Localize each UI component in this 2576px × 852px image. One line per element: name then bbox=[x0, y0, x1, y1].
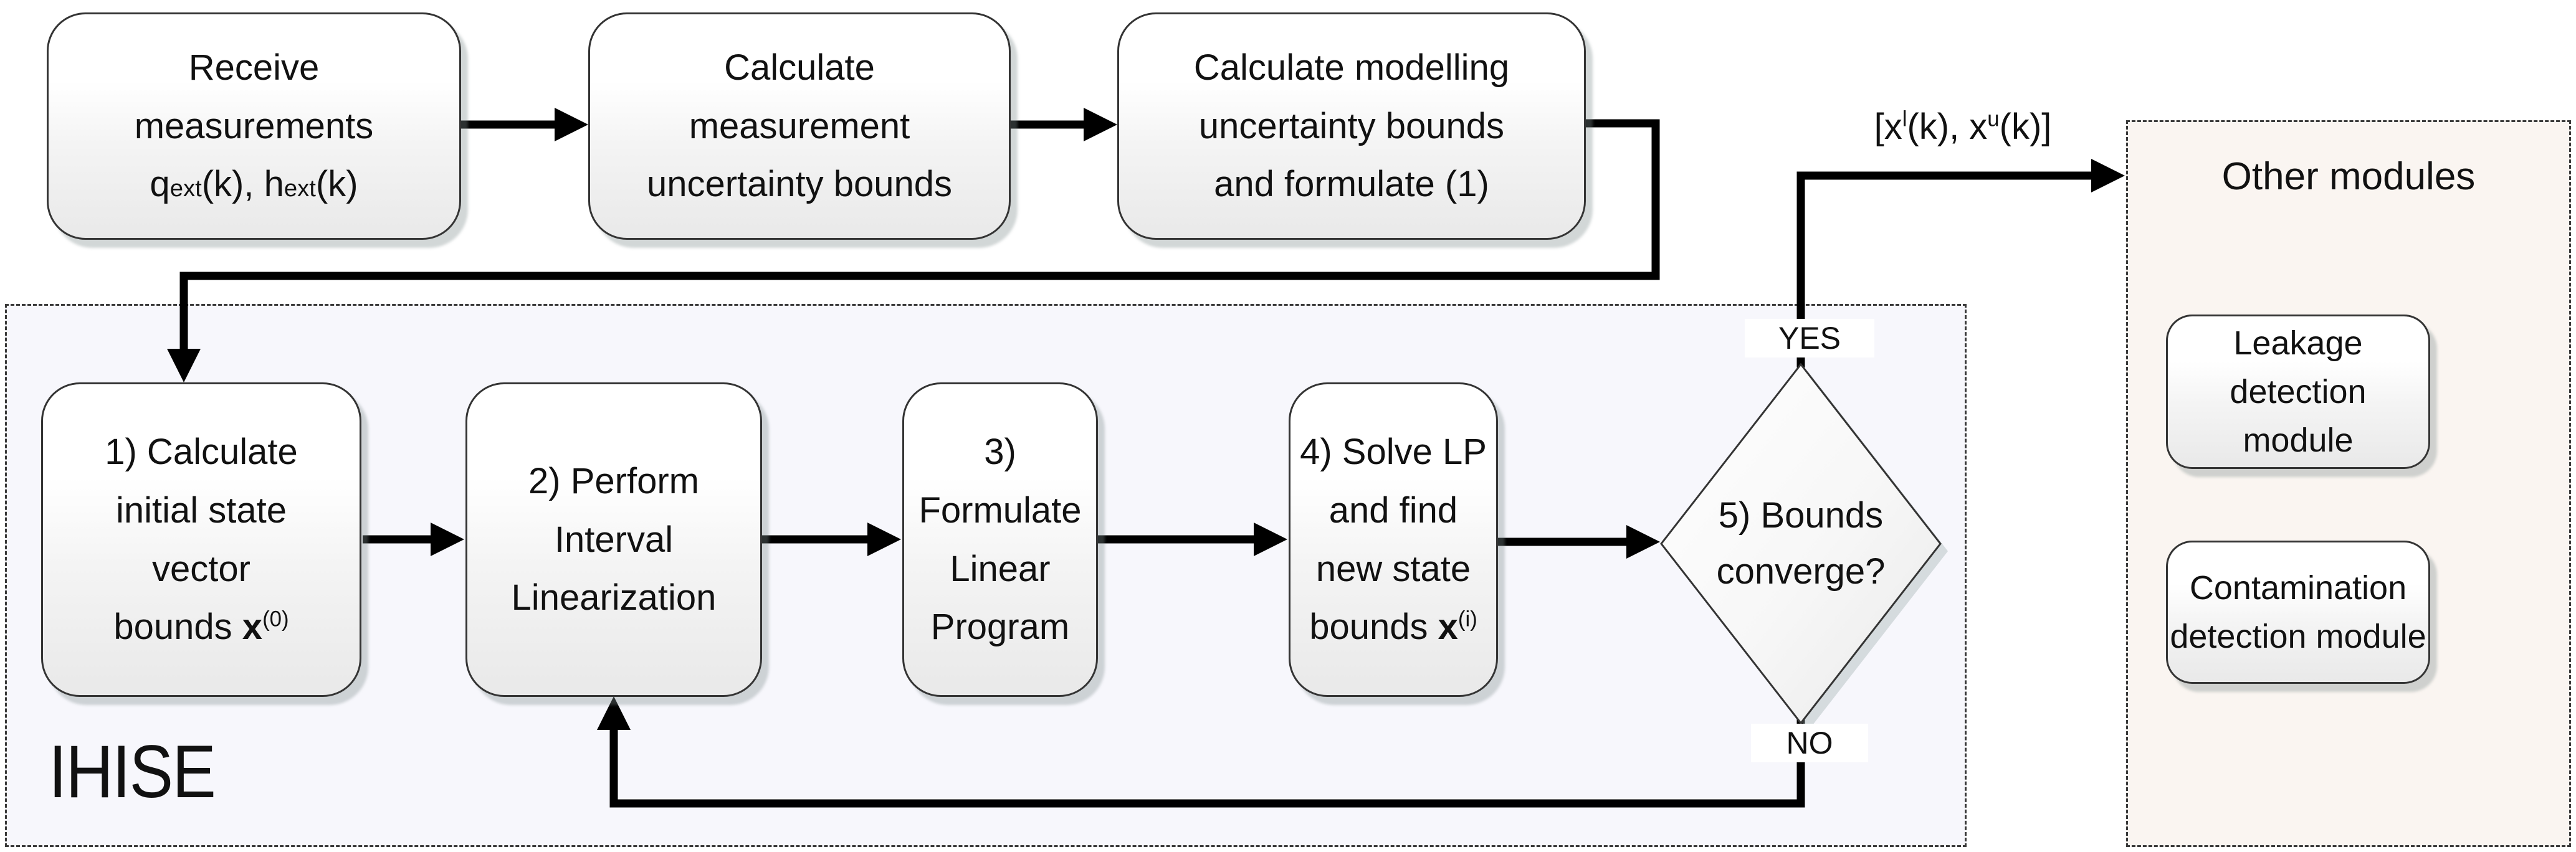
arrowheads bbox=[167, 108, 2125, 730]
yes-label: YES bbox=[1745, 319, 1874, 357]
other-modules-title: Other modules bbox=[2221, 155, 2476, 198]
decision-diamond bbox=[1660, 362, 1942, 725]
other-modules-region bbox=[2126, 120, 2571, 847]
ihise-label: IHISE bbox=[49, 730, 216, 813]
no-label: NO bbox=[1751, 724, 1868, 762]
output-interval-label: [xl(k), xu(k)] bbox=[1832, 106, 2094, 148]
